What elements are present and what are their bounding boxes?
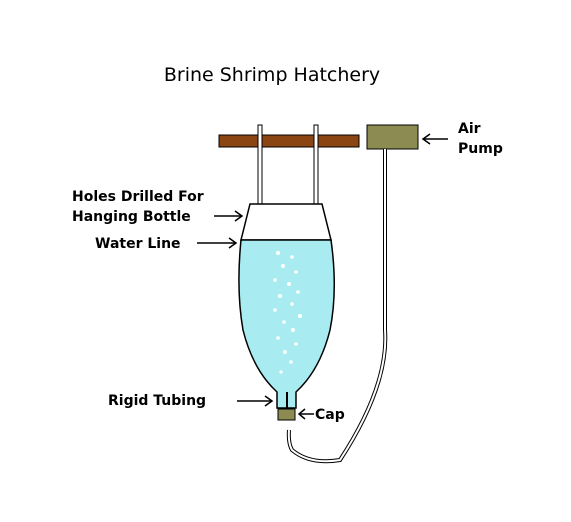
cap-arrow xyxy=(297,408,314,420)
bottle-cap xyxy=(277,408,296,421)
diagram-title: Brine Shrimp Hatchery xyxy=(164,64,380,86)
air-pump-arrow xyxy=(421,133,448,145)
bottle-upper xyxy=(240,203,332,241)
bottle-water xyxy=(238,239,335,409)
air-line-tubing-inner xyxy=(287,149,387,463)
cap-label: Cap xyxy=(315,407,345,423)
water-line-arrow xyxy=(197,237,238,249)
holes-label-line1: Holes Drilled For xyxy=(72,189,204,205)
rigid-tubing-arrow xyxy=(237,395,274,407)
hanging-rod xyxy=(218,134,360,148)
rigid-tubing-label: Rigid Tubing xyxy=(108,393,206,409)
water-line-label: Water Line xyxy=(95,236,181,252)
holes-label-line2: Hanging Bottle xyxy=(72,209,191,225)
air-pump-label-line1: Air xyxy=(458,121,481,137)
air-pump-label-line2: Pump xyxy=(458,141,503,157)
holes-arrow xyxy=(214,210,244,222)
air-bubbles xyxy=(273,251,302,374)
air-pump xyxy=(366,124,419,150)
